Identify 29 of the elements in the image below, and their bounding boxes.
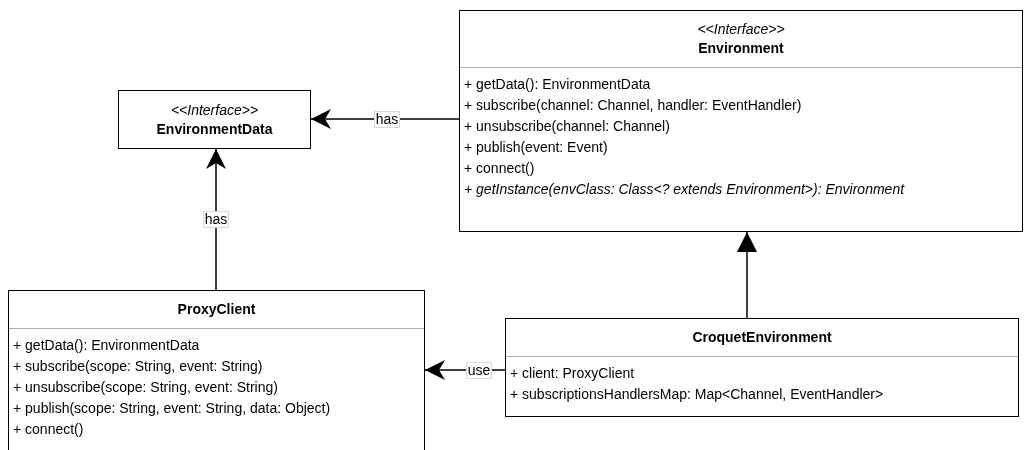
class-name: CroquetEnvironment [692,328,832,347]
arrow [310,109,460,129]
arrow [737,231,757,319]
interface-class-box [459,10,1023,232]
member-text: + unsubscribe(channel: Channel) [464,117,670,136]
member-text: + connect() [13,420,84,439]
member-text: + connect() [464,159,535,178]
member-text: + subscriptionsHandlersMap: Map<Channel, EventHandler> [510,385,884,404]
member-text: + client: ProxyClient [510,364,635,383]
member-text: + getData(): EnvironmentData [464,75,651,94]
class-box [8,290,425,450]
class-box [505,318,1019,417]
member-text: + subscribe(scope: String, event: String) [13,357,263,376]
member-text: + unsubscribe(scope: String, event: String) [13,378,278,397]
edge-label: has [202,211,230,228]
arrow [206,148,226,291]
class-name: EnvironmentData [156,119,273,139]
edge-label: has [373,110,401,128]
class-name: ProxyClient [177,300,256,319]
member-text: + getData(): EnvironmentData [13,336,200,355]
member-text: + getInstance(envClass: Class<? extends Environment>): Environment [464,180,905,199]
edge-label: use [465,361,493,379]
member-text: + publish(event: Event) [464,138,608,157]
member-text: + publish(scope: String, event: String, data: Object) [13,399,331,418]
member-text: + subscribe(channel: Channel, handler: EventHandler) [464,96,802,115]
stereotype-label: <<Interface>> [170,100,259,120]
class-name: Environment [698,39,784,58]
interface-class-box [118,90,311,149]
stereotype-label: <<Interface>> [697,20,785,39]
